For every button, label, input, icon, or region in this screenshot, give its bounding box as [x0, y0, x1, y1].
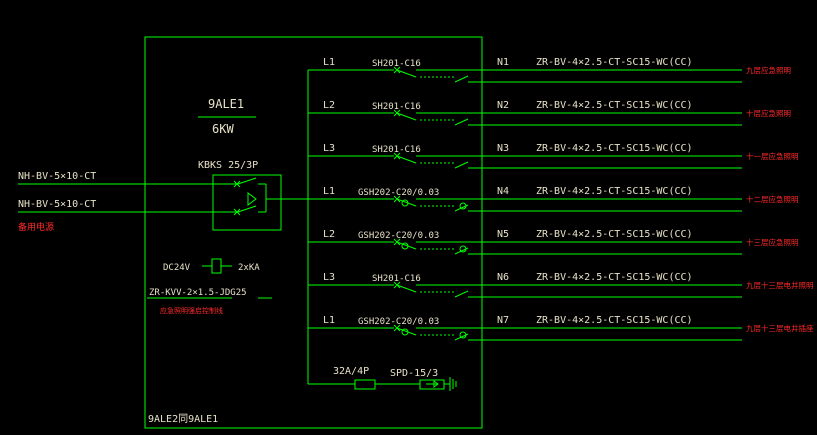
circuit-breaker: SH201-C16 [372, 274, 421, 284]
panel-footer-note: 9ALE2同9ALE1 [148, 413, 218, 425]
main-breaker-box [212, 174, 282, 231]
circuit-description: 九层十三层电井照明 [746, 280, 814, 290]
incoming-cable-1: NH-BV-5×10-CT [18, 171, 96, 182]
circuit-phase: L3 [323, 143, 335, 154]
fuse-symbol [354, 379, 376, 390]
breaker-contact [396, 284, 417, 293]
control-relay: 2xKA [238, 263, 260, 273]
circuit-cable: ZR-BV-4×2.5-CT-SC15-WC(CC) [536, 186, 693, 197]
circuit-breaker: SH201-C16 [372, 59, 421, 69]
circuit-cable: ZR-BV-4×2.5-CT-SC15-WC(CC) [536, 57, 693, 68]
spd-label: SPD-15/3 [390, 368, 438, 379]
incoming-cable-2: NH-BV-5×10-CT [18, 199, 96, 210]
circuit-description: 九层应急照明 [746, 65, 791, 75]
circuit-phase: L3 [323, 272, 335, 283]
circuit-phase: L2 [323, 229, 335, 240]
circuit-id: N2 [497, 100, 509, 111]
circuit-breaker: SH201-C16 [372, 145, 421, 155]
breaker-contact [396, 241, 417, 250]
circuit-cable: ZR-BV-4×2.5-CT-SC15-WC(CC) [536, 100, 693, 111]
main-breaker-label: KBKS 25/3P [198, 160, 258, 171]
circuit-id: N6 [497, 272, 509, 283]
circuit-row: L3 SH201-C16 N3 ZR-BV-4×2.5-CT-SC15-WC(CC) 十… [308, 143, 799, 169]
circuit-row: L1 SH201-C16 N1 ZR-BV-4×2.5-CT-SC15-WC(CC) 九… [308, 57, 791, 83]
relay-coil-icon [202, 258, 232, 274]
circuit-description: 九层十三层电井插座 [746, 323, 814, 333]
circuit-id: N3 [497, 143, 509, 154]
rcd-circle-icon [401, 328, 409, 336]
circuit-breaker: SH201-C16 [372, 102, 421, 112]
circuit-description: 十层应急照明 [746, 108, 791, 118]
circuit-row: L3 SH201-C16 N6 ZR-BV-4×2.5-CT-SC15-WC(CC) 九… [308, 272, 814, 298]
circuit-breaker: GSH202-C20/0.03 [358, 317, 439, 327]
circuit-breaker: GSH202-C20/0.03 [358, 231, 439, 241]
control-voltage: DC24V [163, 263, 191, 273]
circuit-cable: ZR-BV-4×2.5-CT-SC15-WC(CC) [536, 272, 693, 283]
breaker-contact [396, 112, 417, 121]
circuit-phase: L1 [323, 315, 335, 326]
circuit-id: N5 [497, 229, 509, 240]
circuit-id: N7 [497, 315, 509, 326]
circuit-row: L1 GSH202-C20/0.03 N4 ZR-BV-4×2.5-CT-SC15-W… [308, 186, 799, 212]
panel-power: 6KW [212, 122, 234, 136]
rcd-circle-icon [401, 199, 409, 207]
spd-branch [308, 377, 457, 391]
backup-power-label: 备用电源 [18, 221, 54, 233]
circuit-phase: L1 [323, 57, 335, 68]
circuit-cable: ZR-BV-4×2.5-CT-SC15-WC(CC) [536, 315, 693, 326]
circuit-breaker: GSH202-C20/0.03 [358, 188, 439, 198]
fuse-label: 32A/4P [333, 366, 369, 377]
circuit-id: N1 [497, 57, 509, 68]
rcd-circle-icon [401, 242, 409, 250]
panel-enclosure [144, 36, 483, 429]
circuit-cable: ZR-BV-4×2.5-CT-SC15-WC(CC) [536, 143, 693, 154]
circuit-id: N4 [497, 186, 509, 197]
breaker-contact [396, 327, 417, 336]
main-breaker-symbol [233, 177, 282, 216]
breaker-contact [396, 198, 417, 207]
circuit-description: 十一层应急照明 [746, 151, 799, 161]
circuit-description: 十三层应急照明 [746, 237, 799, 247]
circuit-phase: L1 [323, 186, 335, 197]
control-cable: ZR-KVV-2×1.5-JDG25 [149, 288, 247, 298]
circuit-row: L2 GSH202-C20/0.03 N5 ZR-BV-4×2.5-CT-SC15-W… [308, 229, 799, 255]
circuit-row: L1 GSH202-C20/0.03 N7 ZR-BV-4×2.5-CT-SC15-W… [308, 315, 814, 341]
control-note: 应急照明强启控制线 [160, 306, 223, 315]
circuit-description: 十二层应急照明 [746, 194, 799, 204]
circuit-phase: L2 [323, 100, 335, 111]
circuit-row: L2 SH201-C16 N2 ZR-BV-4×2.5-CT-SC15-WC(CC) 十… [308, 100, 791, 126]
breaker-contact [396, 155, 417, 164]
breaker-contact [396, 69, 417, 78]
circuit-cable: ZR-BV-4×2.5-CT-SC15-WC(CC) [536, 229, 693, 240]
panel-name: 9ALE1 [208, 97, 244, 111]
